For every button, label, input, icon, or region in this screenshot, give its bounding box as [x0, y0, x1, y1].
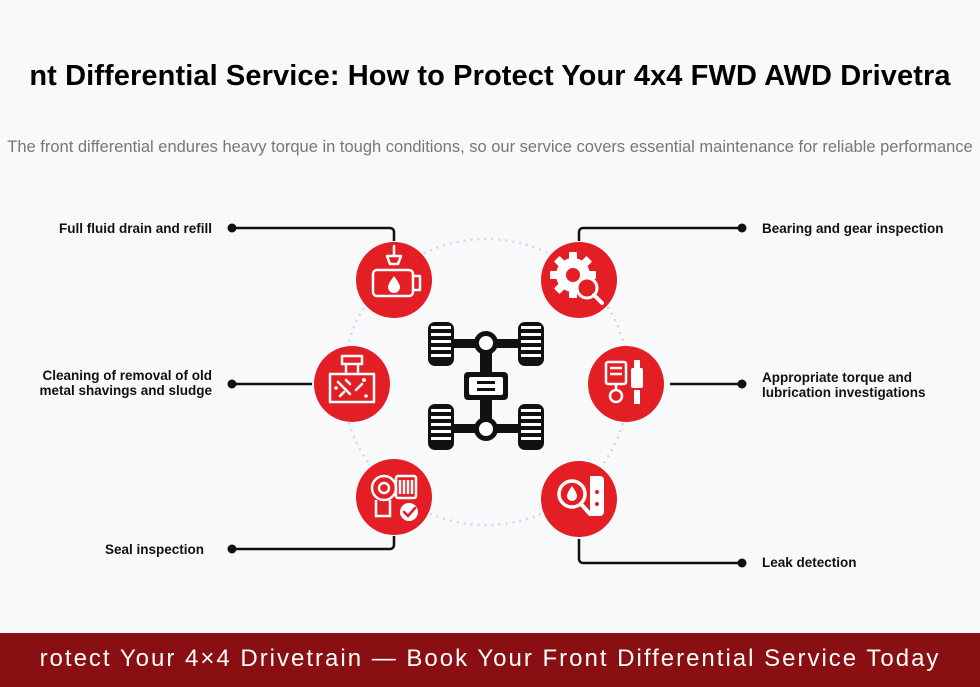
label-leak-detection: Leak detection	[762, 555, 857, 570]
footer-cta[interactable]: rotect Your 4×4 Drivetrain — Book Your F…	[39, 645, 941, 672]
label-bearing-gear: Bearing and gear inspection	[762, 221, 944, 236]
drivetrain-chassis-icon	[428, 322, 544, 450]
label-cleaning: Cleaning of removal of old metal shaving…	[39, 368, 212, 398]
label-fluid-drain: Full fluid drain and refill	[58, 221, 212, 236]
connector-dots	[227, 223, 747, 568]
gear-inspection-icon	[541, 242, 617, 318]
torque-lubrication-icon	[588, 346, 664, 422]
oil-drain-icon	[356, 242, 432, 318]
label-cleaning-line2: metal shavings and sludge	[39, 383, 212, 398]
cleaning-icon	[314, 346, 390, 422]
label-seal-inspection: Seal inspection	[104, 542, 204, 557]
leak-detection-icon	[541, 461, 617, 537]
footer-banner[interactable]: rotect Your 4×4 Drivetrain — Book Your F…	[0, 633, 980, 687]
seal-inspection-icon	[356, 459, 432, 535]
page-title: nt Differential Service: How to Protect …	[29, 60, 951, 92]
label-torque-lubrication: Appropriate torque and lubrication inves…	[762, 370, 926, 400]
label-cleaning-line1: Cleaning of removal of old	[42, 368, 212, 383]
label-torque-line1: Appropriate torque and	[762, 370, 913, 385]
connectors	[232, 226, 742, 565]
page-subtitle: The front differential endures heavy tor…	[7, 138, 973, 156]
label-torque-line2: lubrication investigations	[762, 385, 926, 400]
